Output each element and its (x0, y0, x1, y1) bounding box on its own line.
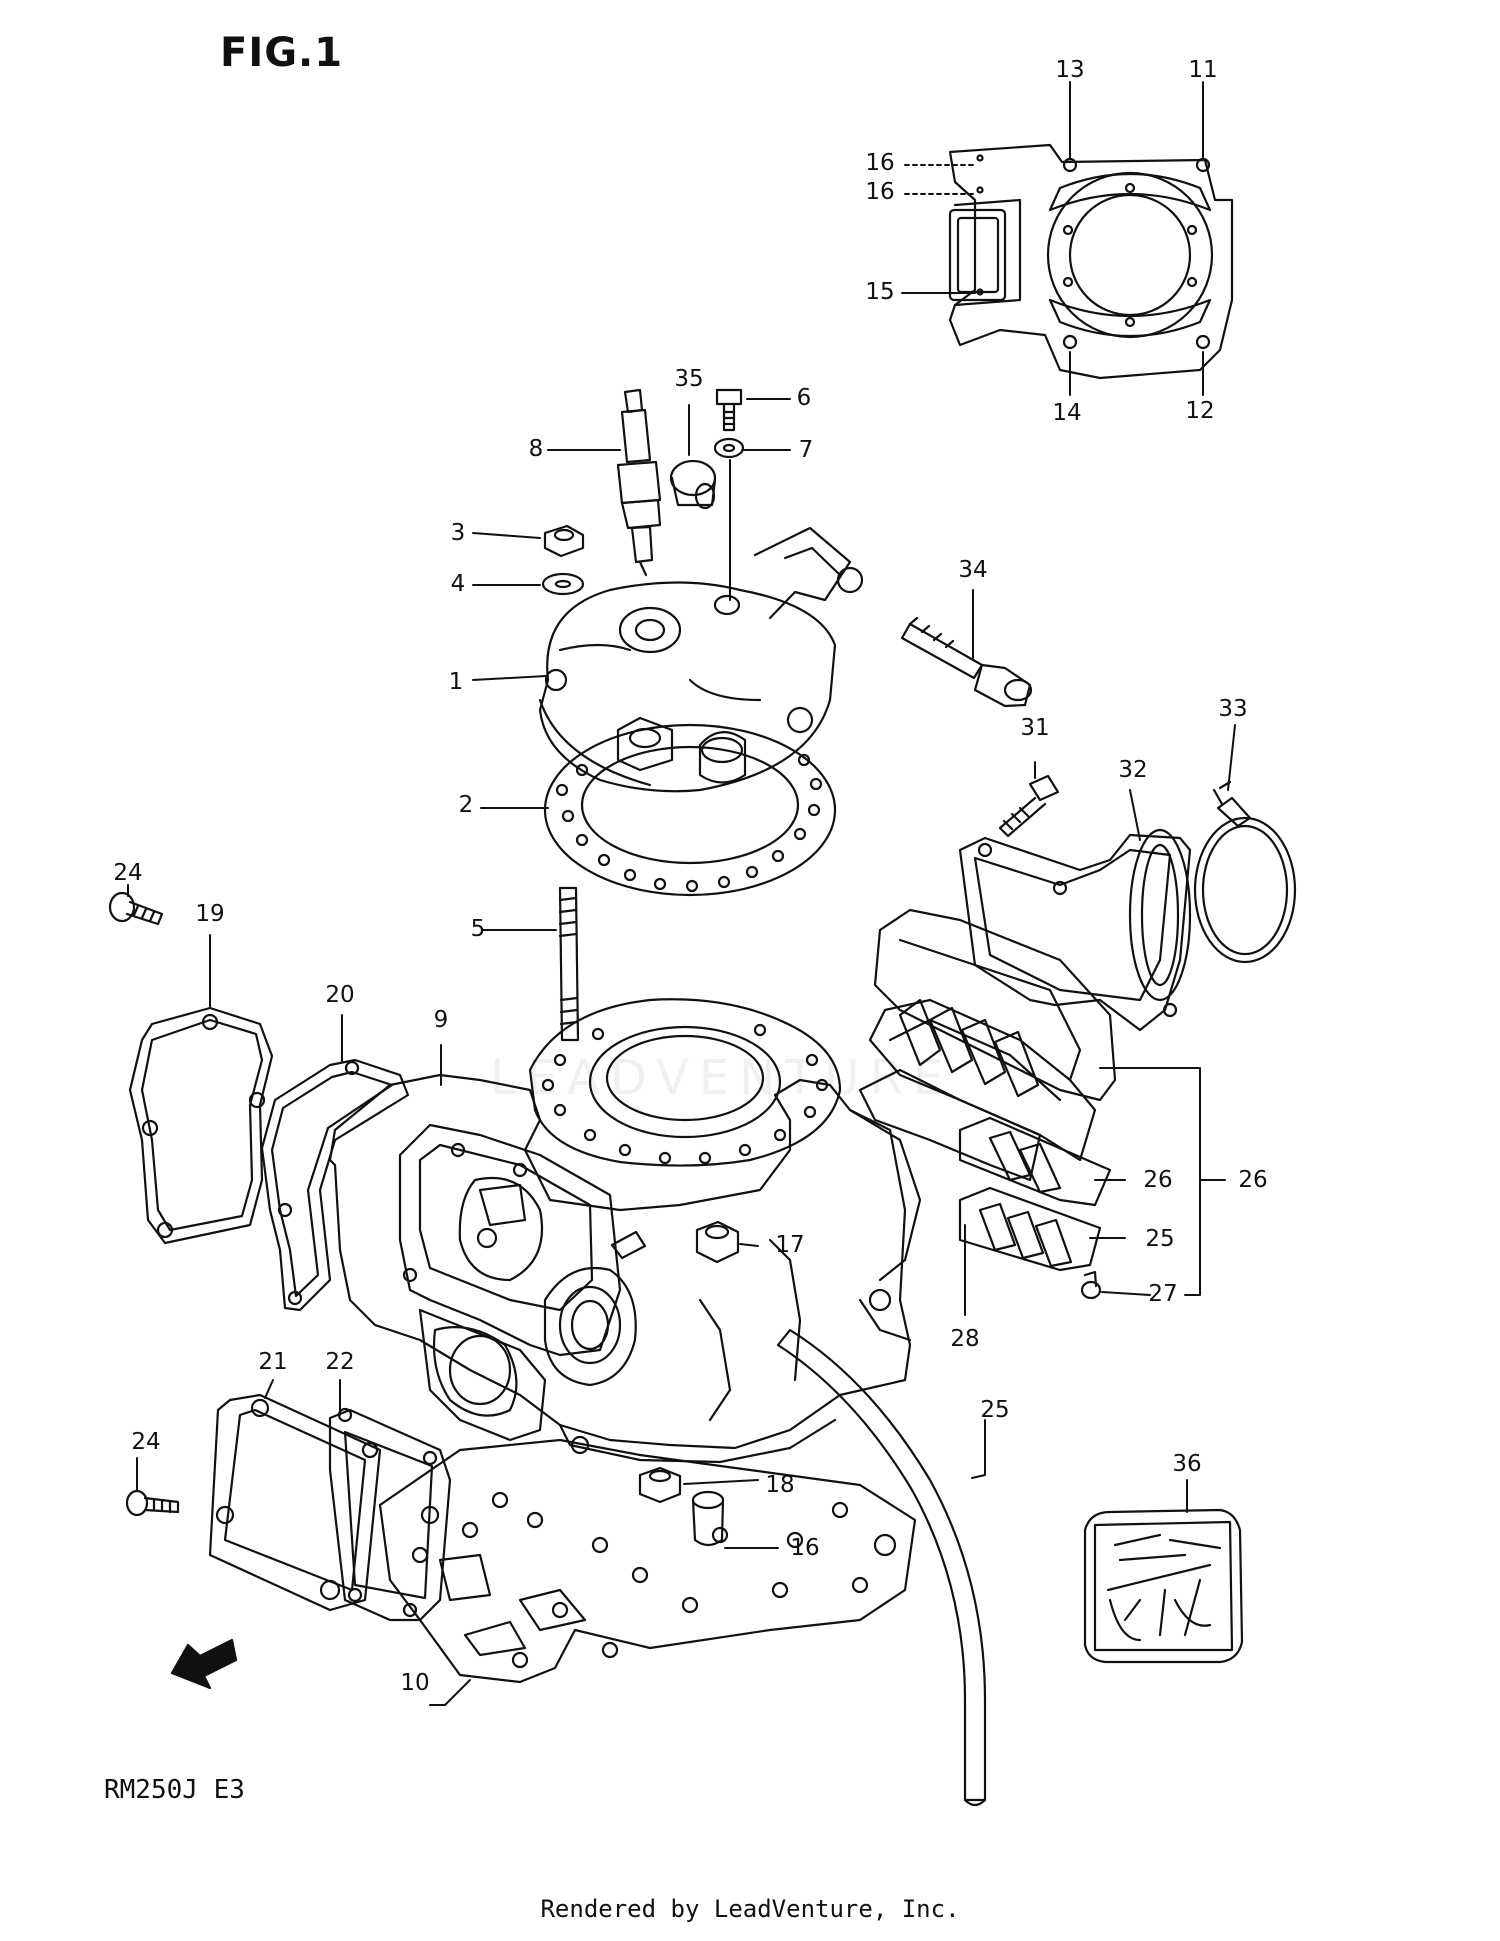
callout-19: 18 (765, 1472, 795, 1498)
gasket-21 (260, 1058, 410, 1312)
callout-14: 14 (1052, 400, 1082, 426)
callout-30: 28 (950, 1326, 980, 1352)
intake-pipe (958, 828, 1192, 1032)
callout-7: 7 (798, 437, 814, 463)
callout-3: 3 (450, 520, 466, 546)
screw-29 (1080, 1270, 1102, 1300)
callout-27: 25 (1145, 1226, 1175, 1252)
reed-plate-27 (958, 1186, 1102, 1272)
nut-18 (695, 1220, 740, 1264)
hose-clamp (1193, 780, 1297, 964)
callout-17: 16 (790, 1535, 820, 1561)
cover-22 (208, 1393, 382, 1612)
bolt-31 (998, 774, 1060, 838)
callout-35: 35 (674, 366, 704, 392)
callout-25: 25 (980, 1397, 1010, 1423)
callout-24b: 24 (131, 1429, 161, 1455)
spark-plug (616, 388, 662, 577)
callout-1: 1 (448, 669, 464, 695)
gasket-20 (128, 1006, 274, 1245)
callout-10: 10 (400, 1670, 430, 1696)
reed-valve (858, 908, 1117, 1182)
screw-24-bottom (125, 1489, 180, 1517)
fwd-arrow-icon (170, 1638, 238, 1690)
callout-28: 26 (1143, 1167, 1173, 1193)
cylinder-head (538, 526, 864, 793)
nut-19 (638, 1466, 682, 1504)
gasket-23 (328, 1407, 452, 1622)
callout-8: 8 (528, 436, 544, 462)
fitting-35 (669, 459, 717, 510)
gasket-kit-36 (1083, 1508, 1244, 1664)
callout-13: 13 (1055, 57, 1085, 83)
leader-lines (127, 81, 1236, 1706)
callout-5: 5 (470, 916, 486, 942)
callout-4: 4 (450, 571, 466, 597)
callout-15: 15 (865, 279, 895, 305)
callout-2: 2 (458, 792, 474, 818)
callout-21: 20 (325, 982, 355, 1008)
figure-title: FIG.1 (220, 30, 344, 76)
callout-31: 31 (1020, 715, 1050, 741)
stud-5 (558, 886, 580, 1042)
bolt-6 (715, 388, 743, 432)
callout-24a: 24 (113, 860, 143, 886)
callout-16b: 16 (865, 179, 895, 205)
model-code: RM250J E3 (104, 1775, 245, 1805)
callout-33: 33 (1218, 696, 1248, 722)
screw-24-top (108, 891, 164, 926)
callout-32: 32 (1118, 757, 1148, 783)
cylinder-body (328, 998, 922, 1464)
callout-22: 21 (258, 1349, 288, 1375)
callout-18: 17 (775, 1232, 805, 1258)
nut-3 (543, 524, 585, 558)
callout-26: 26 (1238, 1167, 1268, 1193)
callout-34: 34 (958, 557, 988, 583)
callout-23: 22 (325, 1349, 355, 1375)
head-gasket (543, 723, 837, 897)
washer-4 (541, 572, 585, 596)
callout-16a: 16 (865, 150, 895, 176)
callout-11: 11 (1188, 57, 1218, 83)
base-gasket (378, 1438, 917, 1684)
hose-25 (776, 1328, 987, 1802)
callout-6: 6 (796, 385, 812, 411)
bolt-34 (900, 616, 1033, 708)
callout-12: 12 (1185, 398, 1215, 424)
reed-plate-28 (958, 1116, 1112, 1207)
callout-9: 9 (433, 1007, 449, 1033)
washer-7 (713, 437, 745, 459)
callout-36: 36 (1172, 1451, 1202, 1477)
dowel-17 (691, 1490, 725, 1547)
inset-cylinder-top-view (948, 143, 1234, 380)
callout-20: 19 (195, 901, 225, 927)
callout-29: 27 (1148, 1281, 1178, 1307)
footer-credit: Rendered by LeadVenture, Inc. (540, 1895, 960, 1923)
